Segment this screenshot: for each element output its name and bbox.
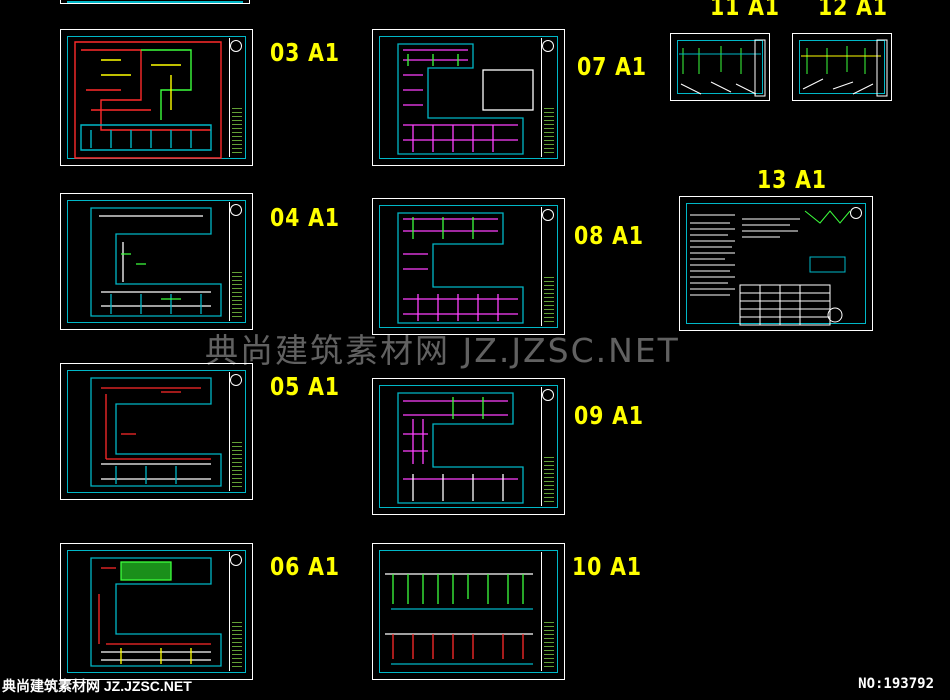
drawing-sheet-12[interactable] <box>792 33 892 101</box>
sheet-label-06: 06 A1 <box>270 552 340 581</box>
drawing-sheet-10[interactable] <box>372 543 565 680</box>
compass-icon <box>230 204 242 216</box>
sheet-label-12: 12 A1 <box>818 0 888 21</box>
drawing-sheet-partial[interactable] <box>60 0 250 4</box>
sheet-label-11: 11 A1 <box>710 0 780 21</box>
drawing-sheet-09[interactable] <box>372 378 565 515</box>
detail-drawing-12 <box>801 39 888 97</box>
sheet-label-05: 05 A1 <box>270 372 340 401</box>
sheet-label-03: 03 A1 <box>270 38 340 67</box>
title-block <box>229 202 244 321</box>
drawing-sheet-04[interactable] <box>60 193 253 330</box>
design-notes-13 <box>690 210 851 326</box>
title-block <box>541 552 556 671</box>
sheet-label-07: 07 A1 <box>577 52 647 81</box>
title-block <box>541 207 556 326</box>
floor-plan-05 <box>90 377 222 487</box>
sheet-label-09: 09 A1 <box>574 401 644 430</box>
system-schematic-10 <box>385 573 533 665</box>
compass-icon <box>542 389 554 401</box>
compass-icon <box>230 554 242 566</box>
floor-plan-03 <box>74 41 222 159</box>
compass-icon <box>230 374 242 386</box>
drawing-sheet-08[interactable] <box>372 198 565 335</box>
title-block <box>541 38 556 157</box>
title-block <box>229 552 244 671</box>
drawing-sheet-06[interactable] <box>60 543 253 680</box>
drawing-sheet-03[interactable] <box>60 29 253 166</box>
title-block <box>229 372 244 491</box>
floor-plan-06 <box>90 557 222 667</box>
drawing-sheet-07[interactable] <box>372 29 565 166</box>
compass-icon <box>230 40 242 52</box>
title-block <box>541 387 556 506</box>
title-block <box>229 38 244 157</box>
footer-image-number: NO:193792 <box>858 676 934 692</box>
floor-plan-04 <box>90 207 222 317</box>
floor-plan-08 <box>397 212 524 324</box>
detail-drawing-11 <box>679 39 766 97</box>
floor-plan-07 <box>397 43 534 155</box>
sheet-label-13: 13 A1 <box>757 165 827 194</box>
drawing-sheet-13[interactable] <box>679 196 873 331</box>
sheet-label-04: 04 A1 <box>270 203 340 232</box>
footer-site-name: 典尚建筑素材网 JZ.JZSC.NET <box>2 678 192 694</box>
sheet-label-08: 08 A1 <box>574 221 644 250</box>
drawing-sheet-05[interactable] <box>60 363 253 500</box>
compass-icon <box>850 207 862 219</box>
floor-plan-09 <box>397 392 524 504</box>
site-watermark: 典尚建筑素材网 JZ.JZSC.NET <box>205 331 680 370</box>
sheet-label-10: 10 A1 <box>572 552 642 581</box>
compass-icon <box>542 40 554 52</box>
compass-icon <box>542 209 554 221</box>
drawing-sheet-11[interactable] <box>670 33 770 101</box>
